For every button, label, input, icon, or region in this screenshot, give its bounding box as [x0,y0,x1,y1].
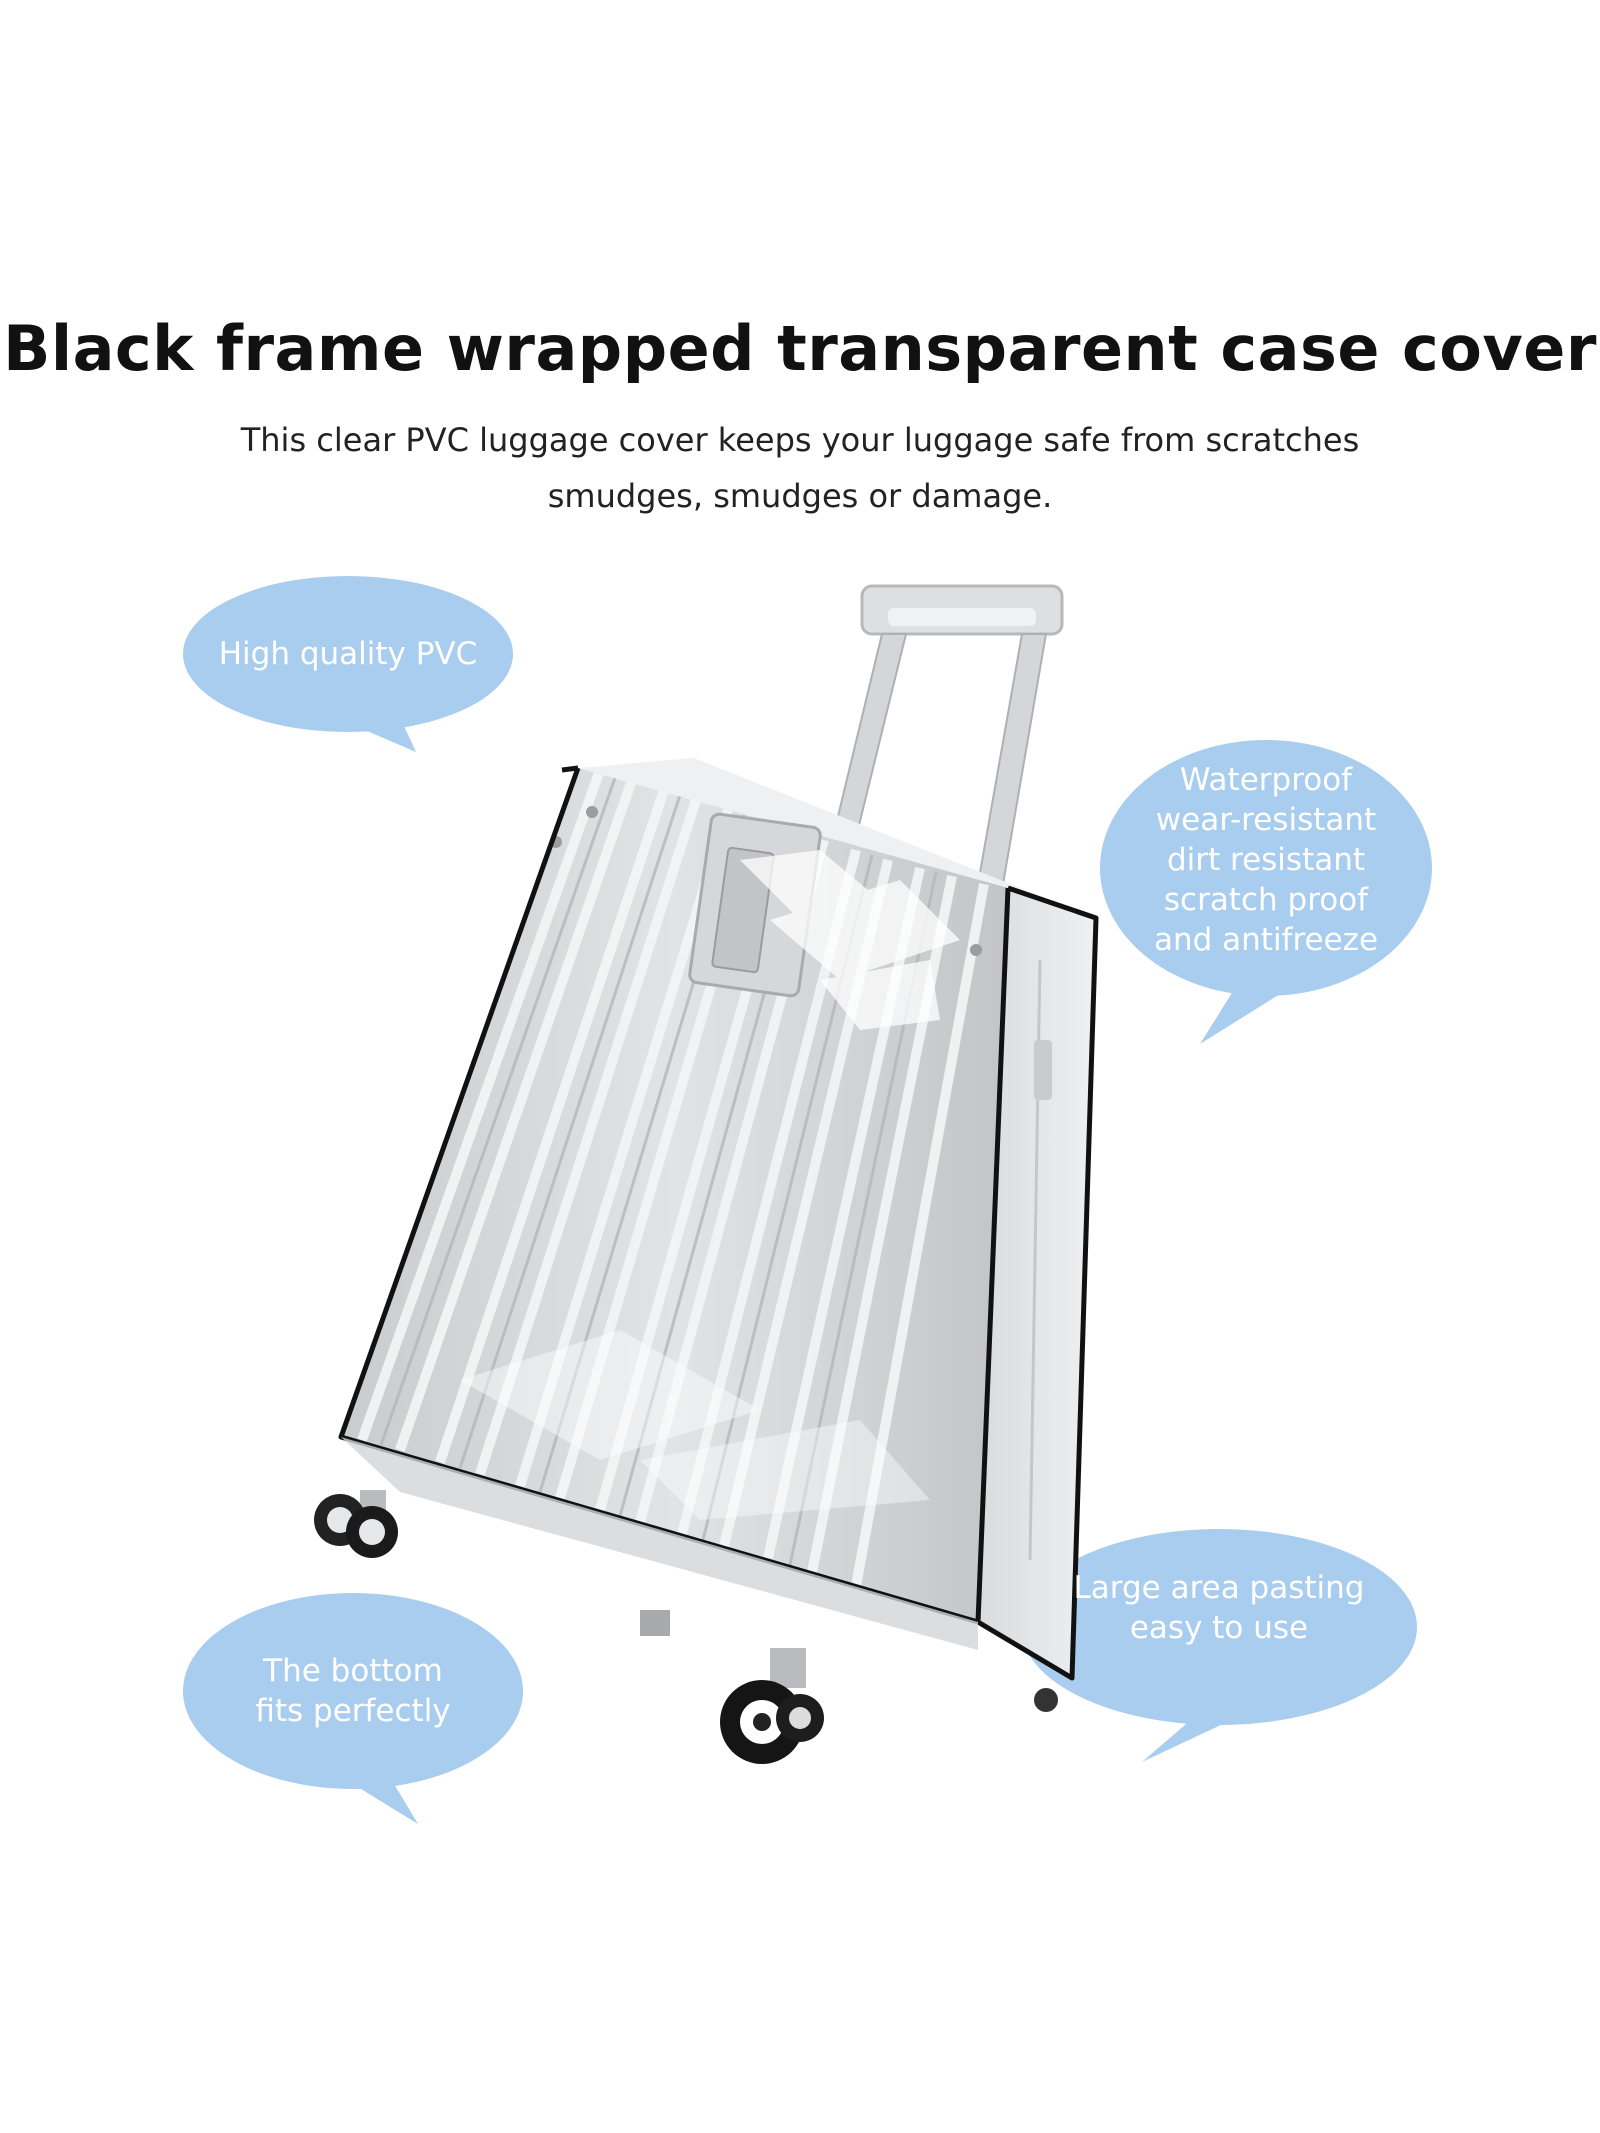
suitcase-side-panel [578,758,1096,1678]
callout-waterproof-line: wear-resistant [1155,802,1377,838]
callout-waterproof-line: scratch proof [1163,882,1369,918]
callout-pasting-text: Large area pasting easy to use [1021,1568,1417,1648]
callout-bottom-line: fits perfectly [255,1693,451,1729]
pvc-cover-glare [460,850,960,1520]
callout-bubble-pvc [183,576,513,752]
wheel-front-far [1034,1688,1058,1712]
subtitle-line-2: smudges, smudges or damage. [547,477,1053,515]
callout-bubble-bottom [183,1593,523,1824]
wheel-rear-left [314,1490,398,1558]
callout-pasting-line: Large area pasting [1073,1570,1365,1606]
callout-waterproof-line: Waterproof [1179,762,1353,798]
callout-bottom-line: The bottom [263,1653,443,1689]
trolley-handle [824,584,1064,892]
callout-waterproof-line: and antifreeze [1153,922,1379,958]
callout-waterproof-text: Waterproof wear-resistant dirt resistant… [1100,760,1432,960]
callout-pasting-line: easy to use [1129,1610,1309,1646]
suitcase-bottom-lip [341,1437,978,1650]
callout-bottom-text: The bottom fits perfectly [183,1651,523,1731]
callout-waterproof-line: dirt resistant [1166,842,1366,878]
page-subtitle: This clear PVC luggage cover keeps your … [200,412,1400,524]
callout-bubble-waterproof [1100,740,1432,1044]
callout-pvc-text: High quality PVC [183,634,513,674]
wheel-front-right [720,1648,824,1764]
callout-bubble-pasting [1021,1529,1417,1762]
callout-pvc-line: High quality PVC [218,636,478,672]
subtitle-line-1: This clear PVC luggage cover keeps your … [240,421,1360,459]
page-title: Black frame wrapped transparent case cov… [3,312,1597,385]
